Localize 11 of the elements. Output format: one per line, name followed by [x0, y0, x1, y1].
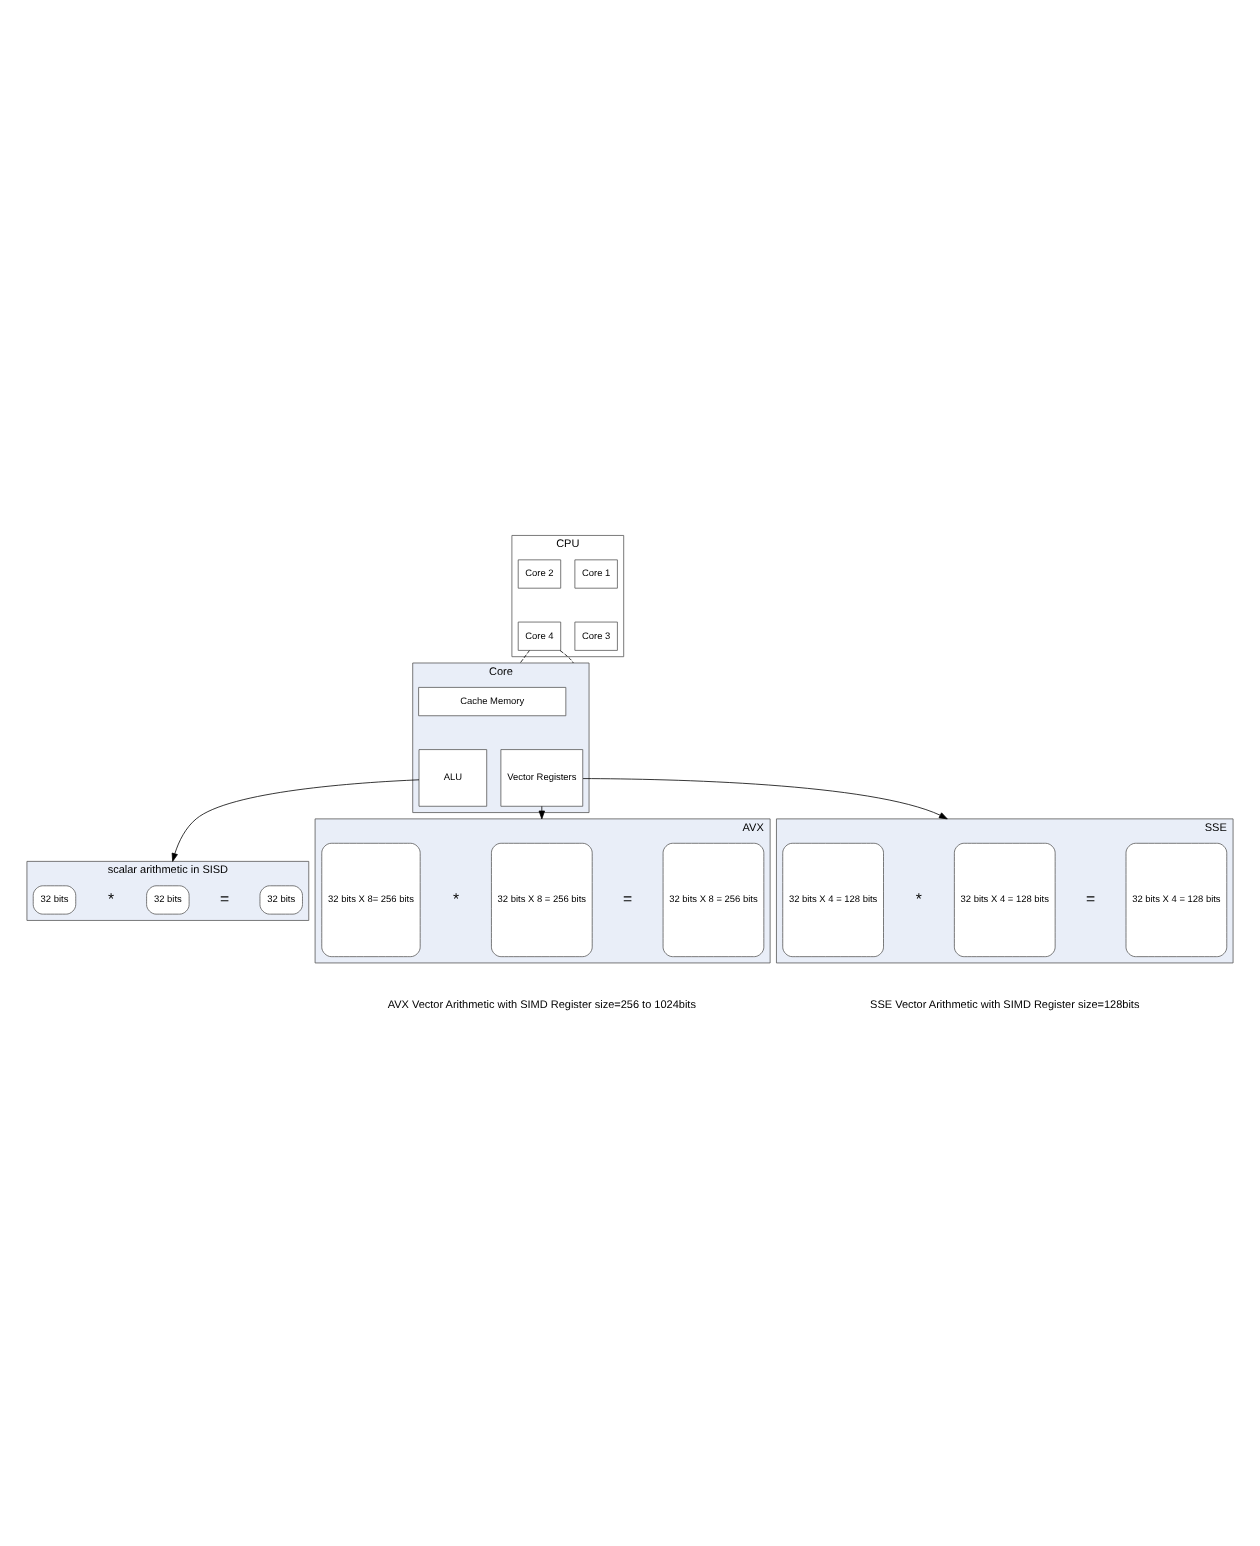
label: =	[219, 888, 230, 907]
arrow	[538, 804, 545, 819]
label: *	[452, 888, 460, 907]
label: =	[623, 888, 633, 907]
connector	[559, 649, 574, 663]
label: *	[108, 888, 115, 907]
label: =	[1085, 888, 1096, 907]
arrow	[171, 778, 420, 861]
arrow	[582, 777, 948, 819]
connector	[519, 649, 530, 663]
label: *	[915, 888, 922, 907]
